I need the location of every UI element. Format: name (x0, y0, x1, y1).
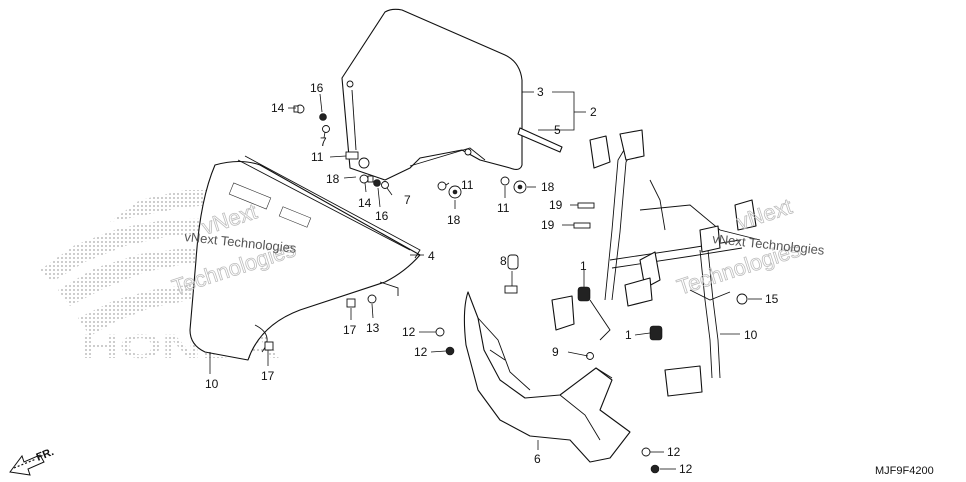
front-direction-marker: FR. (9, 446, 56, 476)
callout-18b: 18 (447, 213, 461, 227)
callout-11b: 11 (461, 178, 474, 192)
callout-10: 8 (500, 254, 507, 268)
svg-text:vNext: vNext (734, 194, 795, 235)
callout-3: 3 (537, 85, 544, 99)
callout-19b: 19 (541, 218, 555, 232)
callout-12: 12 (402, 325, 416, 339)
screen-garnish-part (517, 127, 563, 153)
callout-9: 10 (744, 328, 758, 342)
callout-14b: 14 (358, 196, 372, 210)
callout-17b: 17 (261, 369, 275, 383)
windscreen-part (341, 8, 523, 181)
callout-12c: 12 (667, 445, 681, 459)
callout-7b: 7 (404, 193, 411, 207)
callout-7: 7 (320, 135, 327, 149)
callout-14: 14 (271, 101, 285, 115)
callout-5: 5 (554, 123, 561, 137)
callout-13: 13 (366, 321, 380, 335)
callout-10b: 9 (552, 345, 559, 359)
callout-18: 18 (326, 172, 340, 186)
callout-12b: 12 (414, 345, 428, 359)
callout-19: 19 (549, 198, 563, 212)
callout-11: 11 (311, 150, 324, 164)
leader-lines (209, 91, 762, 470)
callout-6: 6 (534, 452, 541, 466)
callout-16: 16 (310, 81, 324, 95)
callout-17: 17 (343, 323, 357, 337)
hardware-parts (264, 104, 748, 474)
callout-1b: 1 (625, 328, 632, 342)
diagram-code: MJF9F4200 (875, 465, 934, 477)
inner-cover-part (463, 291, 631, 463)
callout-labels: 3 2 5 14 16 7 11 18 14 16 7 11 18 11 18 … (205, 81, 779, 476)
callout-16b: 16 (375, 209, 389, 223)
callout-11c: 11 (497, 201, 510, 215)
callout-2: 2 (590, 105, 597, 119)
callout-12d: 12 (679, 462, 693, 476)
callout-15: 15 (765, 292, 779, 306)
front-marker-label: FR. (35, 446, 56, 464)
stay-frame-part (551, 129, 761, 397)
callout-4: 4 (428, 249, 435, 263)
callout-18c: 18 (541, 180, 555, 194)
callout-1: 1 (580, 259, 587, 273)
callout-8: 10 (205, 377, 219, 391)
